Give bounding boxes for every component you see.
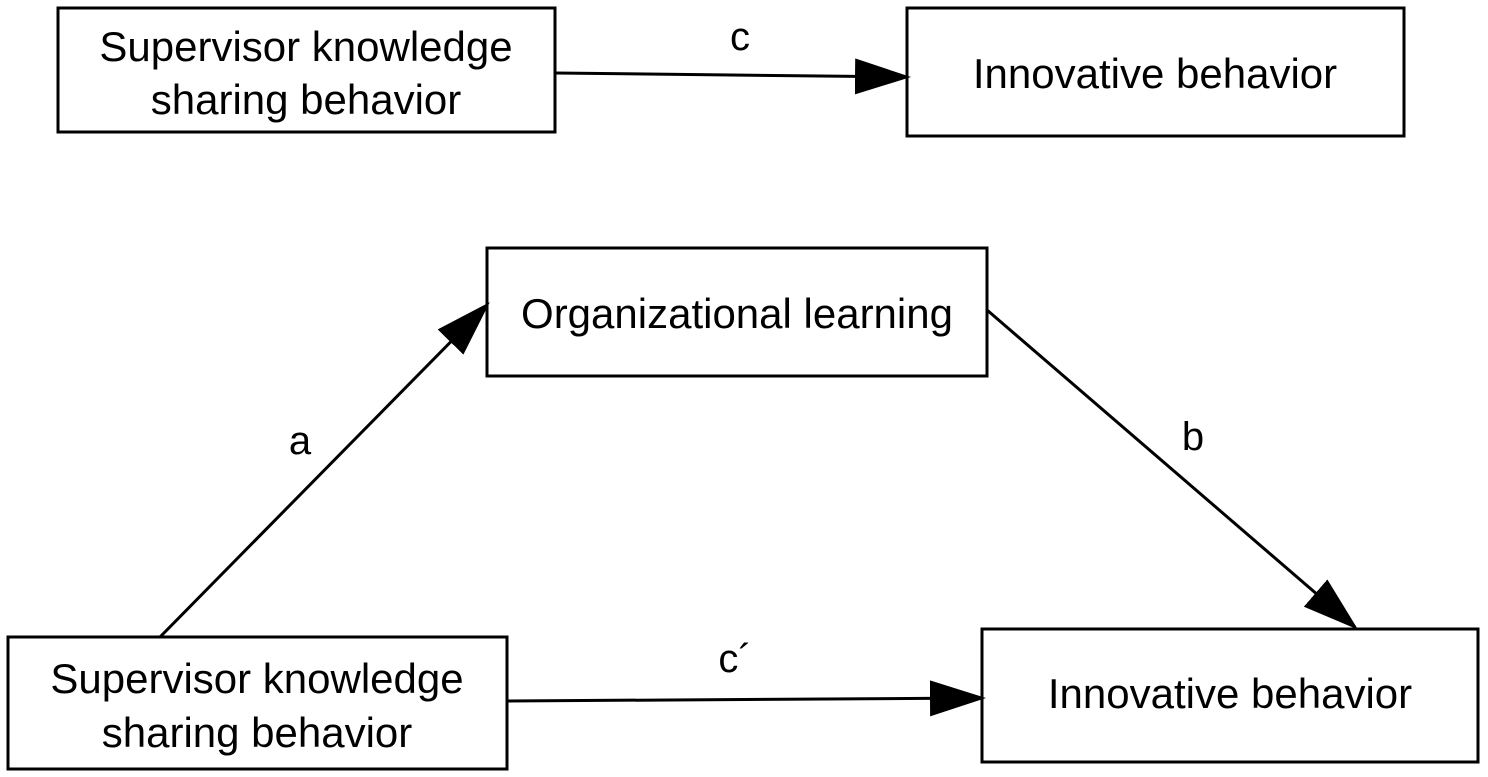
- top-source-node-line1: Supervisor knowledge: [99, 23, 512, 70]
- bottom-source-node-line1: Supervisor knowledge: [50, 655, 463, 702]
- bottom-target-node-label: Innovative behavior: [1048, 670, 1412, 717]
- bottom-panel: Organizational learning Supervisor knowl…: [6, 246, 1480, 771]
- path-b-arrow: [986, 308, 1359, 630]
- mediator-node-label: Organizational learning: [521, 290, 953, 337]
- bottom-source-node-box: [6, 635, 509, 771]
- top-source-node-line2: sharing behavior: [151, 76, 462, 123]
- bottom-target-node-box: [980, 627, 1480, 764]
- path-a-label: a: [289, 419, 312, 463]
- path-c-prime-label: c´: [718, 637, 751, 681]
- path-a-arrow: [158, 302, 490, 639]
- path-c-label: c: [730, 15, 750, 59]
- top-panel: Supervisor knowledge sharing behavior In…: [56, 6, 1406, 138]
- top-target-node-label: Innovative behavior: [973, 50, 1337, 97]
- mediator-node-box: [485, 246, 989, 378]
- path-b-label: b: [1182, 415, 1204, 459]
- path-c-prime-arrow: [506, 680, 986, 717]
- top-source-node-box: [56, 6, 557, 134]
- path-c-arrow: [554, 58, 911, 95]
- top-target-node-box: [905, 6, 1406, 138]
- bottom-source-node-line2: sharing behavior: [102, 709, 413, 756]
